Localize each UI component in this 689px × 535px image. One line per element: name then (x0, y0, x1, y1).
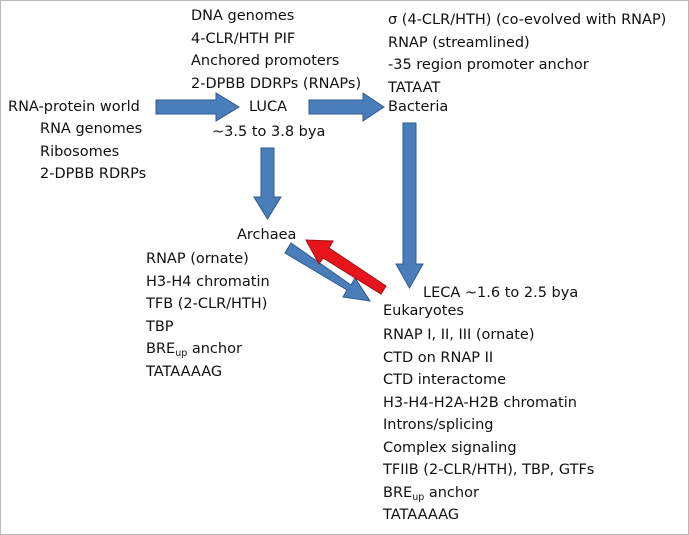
trait-line: DNA genomes (191, 8, 295, 24)
archaea-title: Archaea (237, 227, 297, 243)
arrow-luca-to-archaea (253, 147, 282, 220)
trait-line: 4-CLR/HTH PIF (191, 30, 296, 47)
trait-line: Ribosomes (40, 143, 120, 160)
rna-world-traits: RNA genomes Ribosomes 2-DPBB RDRPs (40, 118, 146, 186)
trait-line: TATAAAAG (146, 363, 223, 380)
arrow-bacteria-to-eukaryotes (395, 122, 424, 290)
bacteria-title: Bacteria (388, 99, 449, 115)
trait-line: RNAP (streamlined) (388, 34, 530, 51)
trait-line: -35 region promoter anchor (388, 57, 589, 73)
trait-line: TATAAAAG (383, 507, 460, 523)
bre-anchor-line: BREup anchor (383, 484, 479, 503)
eukaryotes-traits: RNAP I, II, III (ornate) CTD on RNAP II … (383, 324, 594, 527)
luca-date: ~3.5 to 3.8 bya (212, 124, 326, 140)
leca-label: LECA ~1.6 to 2.5 bya (423, 285, 579, 301)
bacteria-traits: σ (4-CLR/HTH) (co-evolved with RNAP) RNA… (388, 9, 666, 99)
trait-line: 2-DPBB DDRPs (RNAPs) (191, 75, 362, 92)
trait-line: H3-H4 chromatin (146, 273, 270, 290)
trait-line: Complex signaling (383, 439, 517, 456)
trait-line: TBP (146, 318, 174, 335)
trait-line: RNAP (ornate) (146, 251, 249, 267)
trait-line: TFB (2-CLR/HTH) (146, 296, 268, 312)
trait-line: CTD interactome (383, 372, 507, 388)
trait-line: σ (4-CLR/HTH) (co-evolved with RNAP) (388, 12, 667, 28)
trait-line: TFIIB (2-CLR/HTH), TBP, GTFs (383, 462, 595, 478)
bre-anchor-line: BREup anchor (146, 341, 242, 359)
arrow-rna-world-to-luca (155, 92, 240, 122)
arrow-eukaryotes-to-archaea (305, 239, 387, 295)
trait-line: 2-DPBB RDRPs (40, 166, 147, 182)
trait-line: Introns/splicing (383, 417, 494, 433)
eukaryotes-title: Eukaryotes (383, 303, 464, 319)
trait-line: TATAAT (388, 79, 441, 96)
trait-line: RNAP I, II, III (ornate) (383, 327, 535, 343)
rna-world-title: RNA-protein world (8, 99, 140, 115)
trait-line: Anchored promoters (191, 53, 340, 69)
trait-line: CTD on RNAP II (383, 349, 494, 366)
arrow-luca-to-bacteria (308, 92, 385, 122)
luca-title: LUCA (249, 99, 288, 115)
trait-line: H3-H4-H2A-H2B chromatin (383, 394, 577, 411)
archaea-traits: RNAP (ornate) H3-H4 chromatin TFB (2-CLR… (146, 248, 270, 383)
trait-line: RNA genomes (40, 121, 143, 137)
arrow-archaea-to-eukaryotes (284, 242, 372, 302)
luca-traits: DNA genomes 4-CLR/HTH PIF Anchored promo… (191, 5, 361, 95)
